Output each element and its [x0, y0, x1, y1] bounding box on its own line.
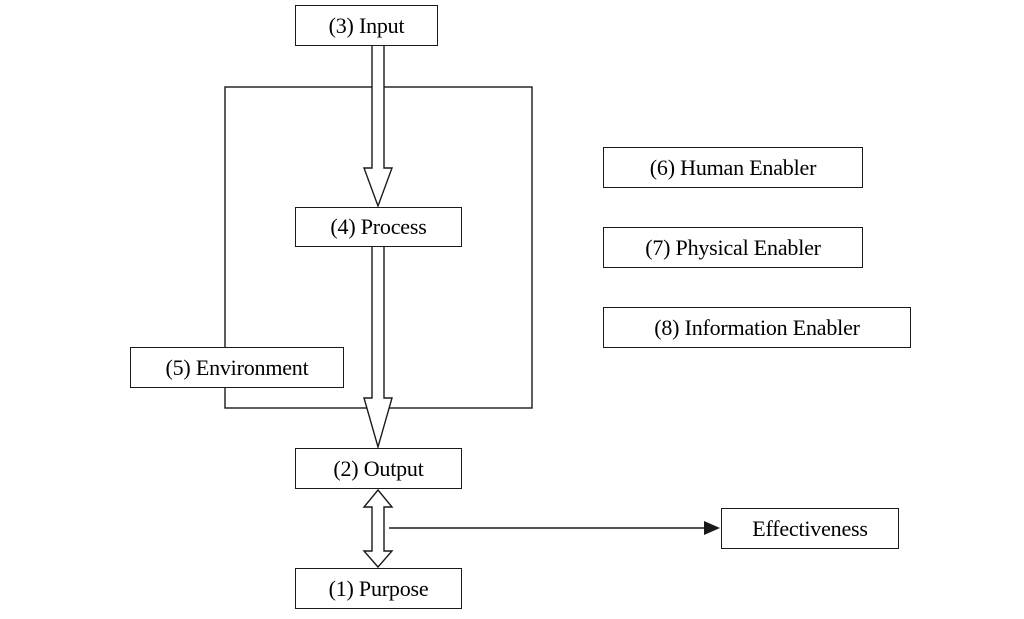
process-node: (4) Process: [295, 207, 462, 247]
input-label: (3) Input: [328, 12, 405, 38]
physical-enabler-label: (7) Physical Enabler: [645, 234, 821, 260]
process-label: (4) Process: [330, 214, 427, 239]
information-enabler-node: (8) Information Enabler: [603, 307, 911, 348]
input-node: (3) Input: [295, 5, 438, 46]
purpose-label: (1) Purpose: [328, 575, 429, 601]
physical-enabler-node: (7) Physical Enabler: [603, 227, 863, 268]
environment-node: (5) Environment: [130, 347, 344, 388]
output-label: (2) Output: [333, 455, 424, 481]
environment-label: (5) Environment: [165, 354, 309, 380]
process-to-output-arrow: [363, 247, 393, 450]
information-enabler-label: (8) Information Enabler: [654, 314, 860, 340]
effectiveness-node: Effectiveness: [721, 508, 899, 549]
output-purpose-double-arrow: [362, 488, 394, 569]
human-enabler-node: (6) Human Enabler: [603, 147, 863, 188]
input-to-process-arrow: [362, 46, 394, 209]
effectiveness-arrowhead: [704, 521, 720, 535]
output-node: (2) Output: [295, 448, 462, 489]
effectiveness-label: Effectiveness: [752, 515, 868, 541]
human-enabler-label: (6) Human Enabler: [649, 154, 817, 180]
purpose-node: (1) Purpose: [295, 568, 462, 609]
